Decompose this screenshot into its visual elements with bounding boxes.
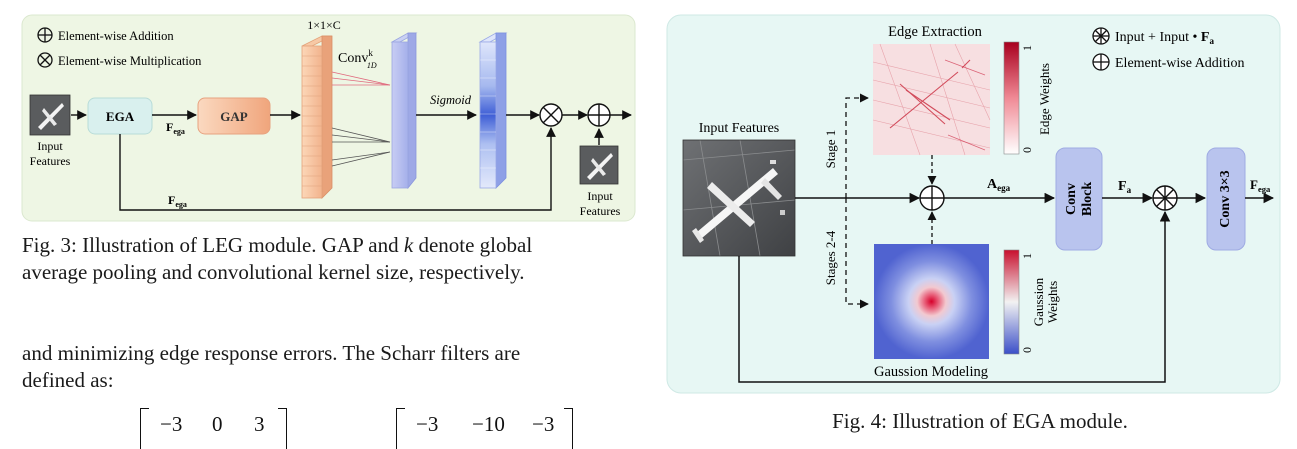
gauss-cb-min: 0 (1020, 347, 1034, 353)
gauss-cb-label-2: Weights (1045, 281, 1060, 323)
fig3-output-label-1: Input (587, 189, 613, 203)
fig4-add-node (919, 185, 945, 211)
fa-label: Fa (1118, 179, 1132, 195)
matrix-b-cell-2: −10 (472, 412, 505, 436)
fig3-add-node (587, 103, 611, 127)
fig3-output-label-2: Features (580, 204, 621, 218)
fig3-output-input-image (579, 145, 619, 185)
edge-weight-map (872, 43, 991, 156)
body-line2: defined as: (22, 368, 114, 392)
fig4-special-op-node (1152, 185, 1178, 211)
fig3-caption: Fig. 3: Illustration of LEG module. GAP … (22, 232, 642, 286)
matrix-a-cell-3: 3 (254, 412, 265, 436)
fig3-legend: Element-wise Addition Element-wise Multi… (37, 27, 202, 68)
sigmoid-label: Sigmoid (430, 93, 472, 107)
conv-output-vector (390, 32, 418, 190)
fig4-panel: Input + Input • Fa Element-wise Addition… (666, 14, 1281, 394)
matrix-b-cell-1: −3 (416, 412, 439, 436)
fig3-input-image (29, 94, 71, 136)
fig4-caption: Fig. 4: Illustration of EGA module. (832, 409, 1128, 433)
matrix-b-cell-3: −3 (532, 412, 555, 436)
sigmoid-weight-vector (478, 32, 508, 189)
channel-vector (301, 35, 333, 199)
fig3-input-label-1: Input (37, 139, 63, 153)
conv3x3-block (1206, 147, 1246, 251)
fig3-panel: Element-wise Addition Element-wise Multi… (21, 14, 636, 222)
matrix-a-cell-1: −3 (160, 412, 183, 436)
fig3-caption-part2: denote global (413, 233, 533, 257)
fig3-multiply-node (539, 103, 563, 127)
edge-cb-max: 1 (1020, 45, 1034, 51)
gap-label: GAP (220, 109, 248, 124)
edge-colorbar (1003, 41, 1020, 155)
matrix-a: −3 0 3 (140, 404, 290, 449)
body-paragraph: and minimizing edge response errors. The… (22, 340, 638, 394)
fig3-caption-line2: average pooling and convolutional kernel… (22, 260, 525, 284)
conv-block (1055, 147, 1103, 251)
fig3-caption-k: k (403, 233, 414, 257)
fig4-input-label: Input Features (699, 121, 779, 136)
aega-label: Aega (987, 177, 1011, 193)
body-line1: and minimizing edge response errors. The… (22, 341, 521, 365)
conv-block-label-1: Conv (1064, 183, 1079, 215)
ega-label: EGA (106, 109, 135, 124)
gauss-cb-max: 1 (1020, 253, 1034, 259)
matrix-a-cell-2: 0 (212, 412, 223, 436)
fega-bottom-label: Fega (168, 193, 187, 209)
conv1d-connections (331, 71, 391, 167)
multiplication-icon (37, 52, 53, 68)
fig4-fega-label: Fega (1250, 177, 1271, 194)
edge-extraction-title: Edge Extraction (888, 24, 983, 40)
fig4-input-image (682, 139, 796, 257)
stage1-path (845, 93, 869, 198)
fig4-background (666, 14, 1281, 394)
gauss-cb-label-1: Gaussion (1031, 277, 1046, 326)
stage24-path (845, 198, 869, 309)
legend-addition-label: Element-wise Addition (58, 29, 174, 43)
gauss-modeling-title: Gaussion Modeling (874, 364, 988, 380)
channel-dim-label: 1×1×C (307, 18, 341, 32)
fig4-legend-addition-label: Element-wise Addition (1115, 56, 1244, 71)
conv-block-label-2: Block (1080, 182, 1095, 216)
matrix-b: −3 −10 −3 (396, 404, 576, 449)
conv3x3-label: Conv 3×3 (1218, 170, 1233, 227)
legend-special-label: Input + Input • Fa (1115, 30, 1214, 46)
fega-label: Fega (166, 120, 185, 136)
fig3-caption-part1: Fig. 3: Illustration of LEG module. GAP … (22, 233, 404, 257)
fig4-legend: Input + Input • Fa Element-wise Addition (1092, 27, 1244, 71)
legend-multiplication-label: Element-wise Multiplication (58, 54, 202, 68)
edge-cb-min: 0 (1020, 147, 1034, 153)
edge-cb-label: Edge Weights (1037, 63, 1052, 135)
stage24-label: Stages 2-4 (823, 230, 838, 285)
fig3-input-label-2: Features (30, 154, 71, 168)
gaussian-weight-map (874, 244, 989, 359)
gap-block (197, 97, 271, 135)
stage1-label: Stage 1 (823, 130, 838, 169)
gauss-colorbar (1003, 249, 1020, 355)
